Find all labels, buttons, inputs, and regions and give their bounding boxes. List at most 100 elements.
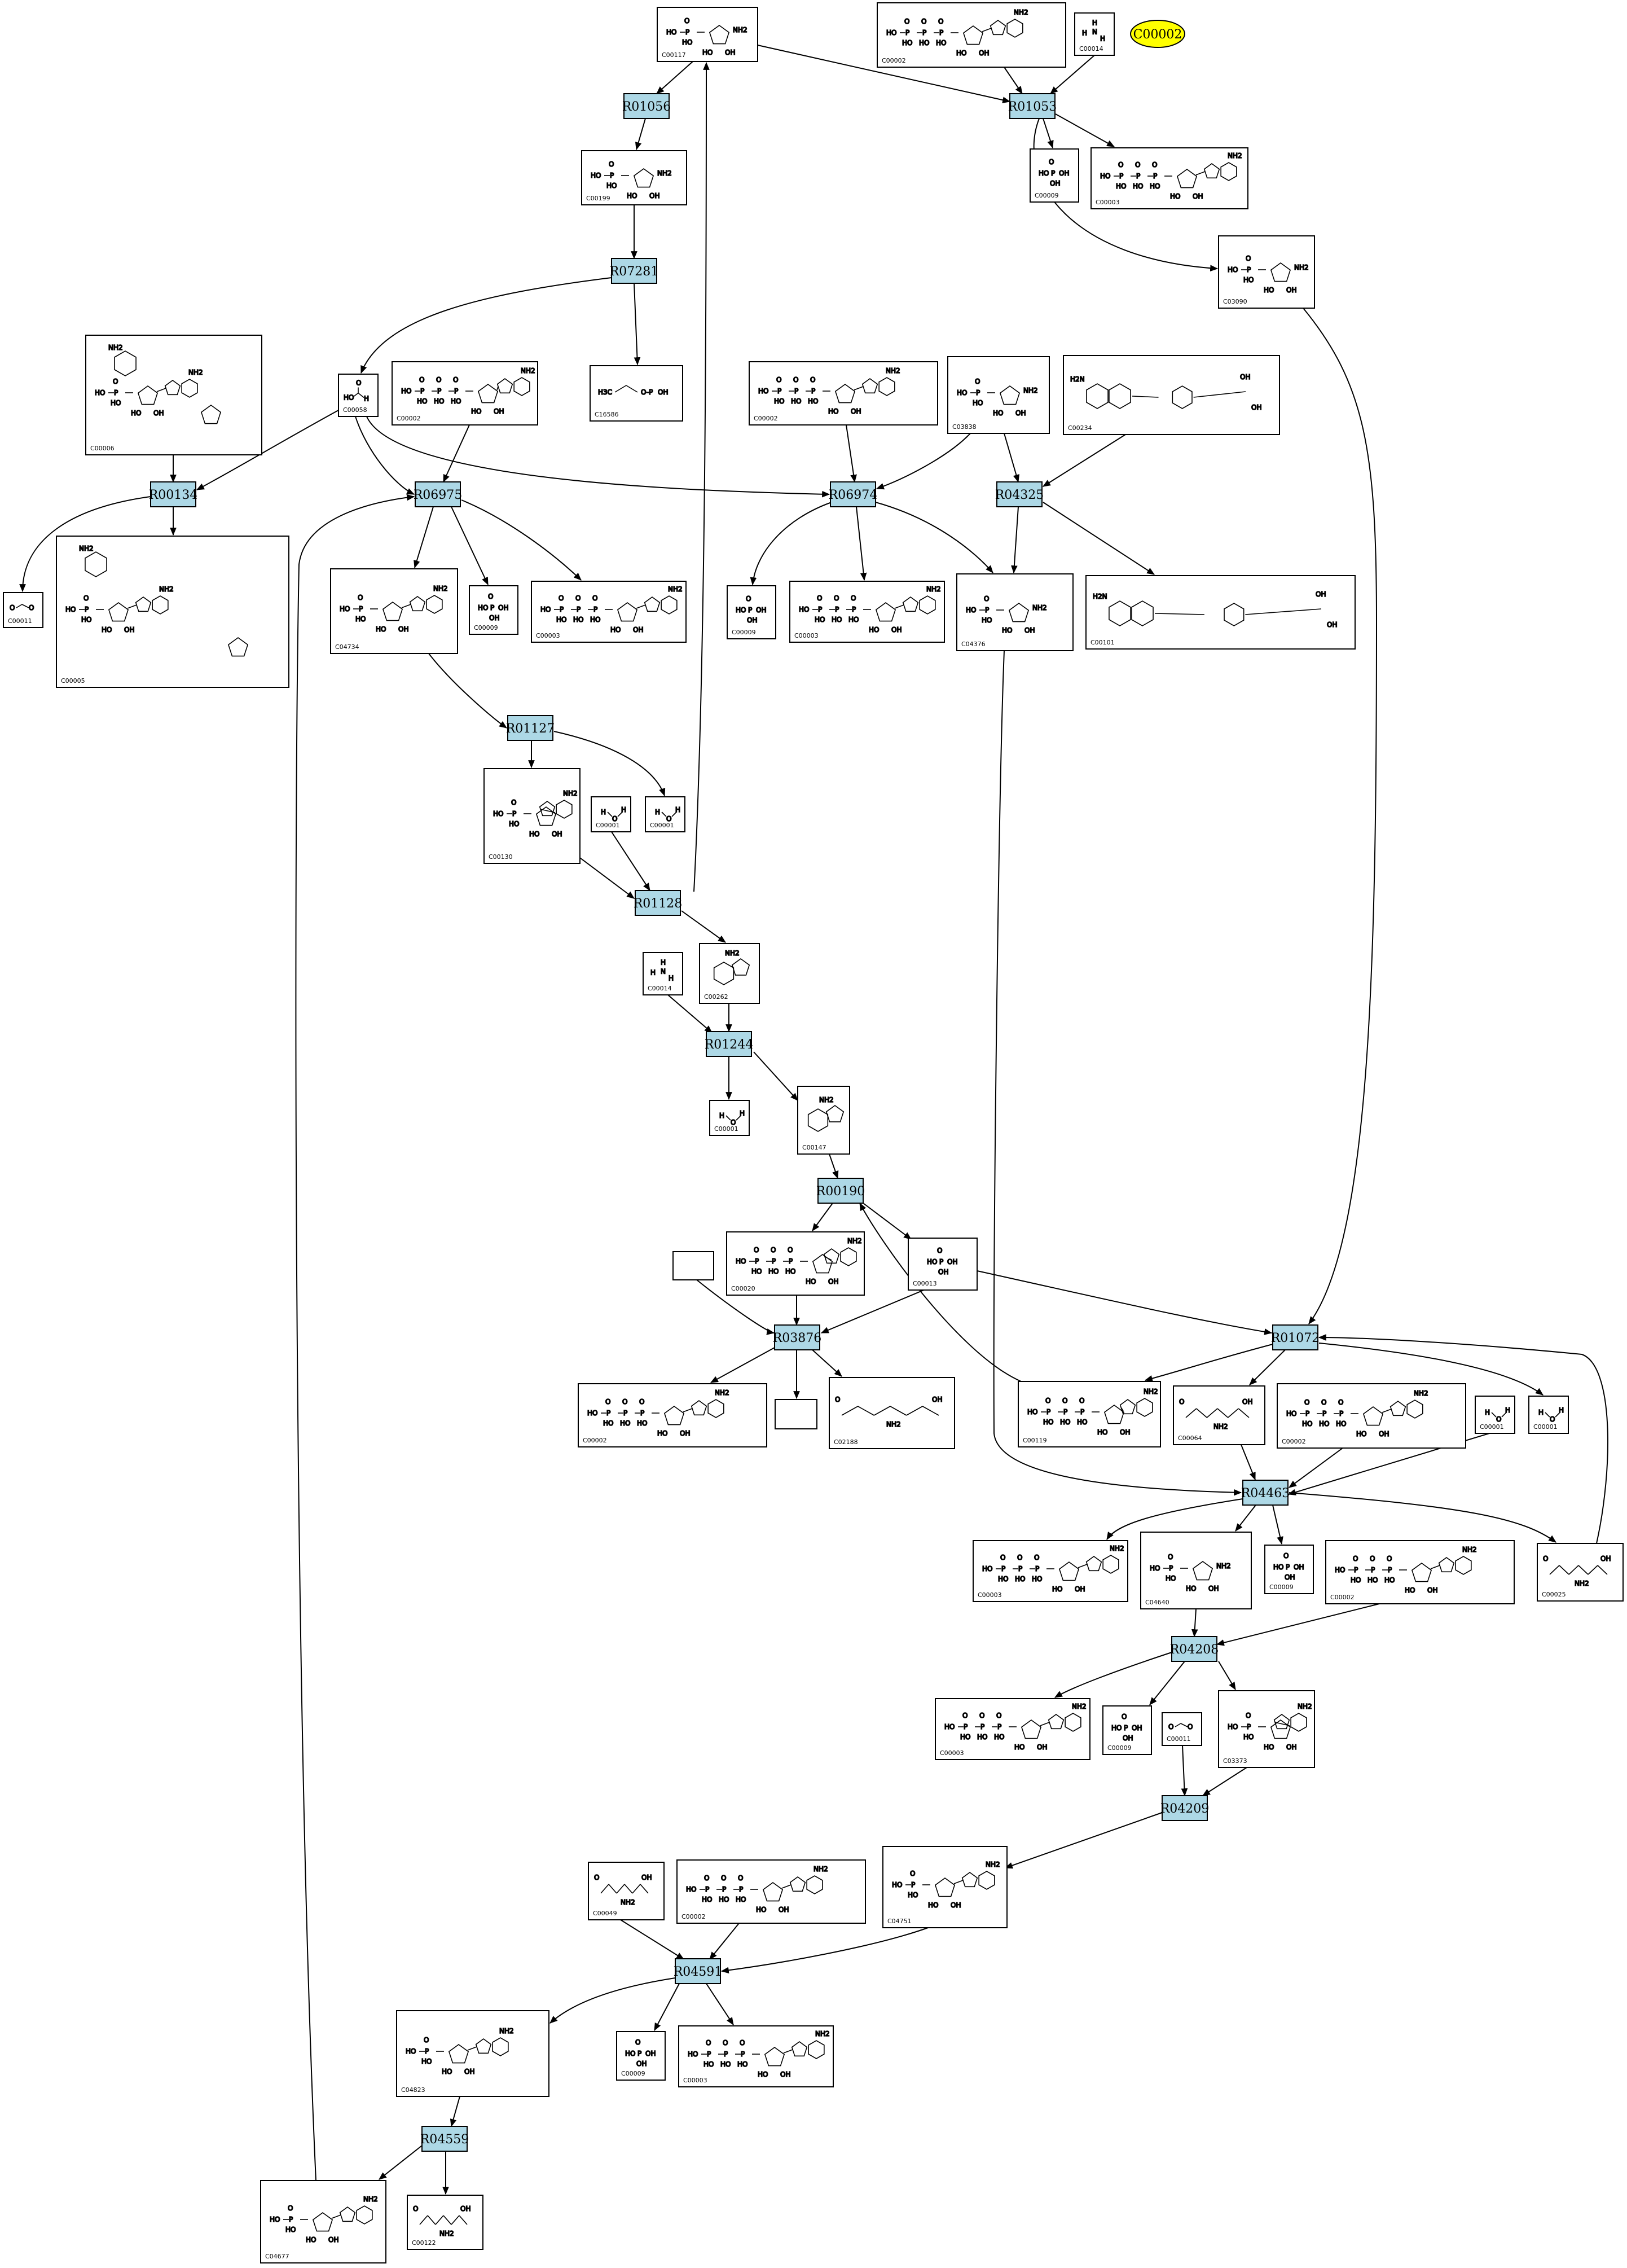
pathway-arrow: [706, 1983, 734, 2025]
reaction-node[interactable]: R04463: [1241, 1480, 1290, 1506]
compound-node[interactable]: [775, 1399, 817, 1429]
reaction-node[interactable]: R04325: [995, 481, 1044, 507]
svg-text:OH: OH: [1286, 1743, 1296, 1751]
svg-text:N: N: [661, 968, 666, 976]
reaction-node[interactable]: R03876: [773, 1324, 822, 1350]
compound-id-label: C00011: [1167, 1735, 1191, 1743]
svg-text:OH: OH: [1193, 192, 1203, 200]
svg-text:NH2: NH2: [159, 585, 174, 593]
pathway-arrow: [1318, 1343, 1544, 1396]
compound-node[interactable]: [672, 1251, 714, 1280]
reaction-node[interactable]: R07281: [610, 258, 659, 284]
compound-box: [709, 1100, 750, 1136]
compound-box: [775, 1399, 817, 1429]
svg-text:O: O: [1283, 1552, 1289, 1560]
pathway-arrow: [1181, 1745, 1188, 1797]
reaction-node[interactable]: R00190: [816, 1178, 865, 1204]
reaction-node[interactable]: R01053: [1008, 93, 1057, 119]
compound-box: [956, 573, 1074, 651]
reaction-node[interactable]: R01128: [634, 890, 683, 916]
compound-id-label: C00003: [794, 632, 819, 639]
reaction-node[interactable]: R01072: [1271, 1324, 1320, 1350]
reaction-node[interactable]: R06975: [414, 481, 463, 507]
reaction-node[interactable]: R04208: [1170, 1636, 1219, 1662]
reaction-node[interactable]: R04209: [1160, 1795, 1210, 1821]
reaction-node[interactable]: R01056: [622, 93, 671, 119]
reaction-node[interactable]: R04591: [674, 1958, 723, 1984]
svg-text:OH: OH: [1015, 409, 1026, 417]
reaction-node[interactable]: R04559: [420, 2126, 469, 2152]
compound-id-label: C00058: [343, 406, 367, 414]
highlight-node[interactable]: C00002: [1130, 20, 1185, 48]
reaction-node[interactable]: R01244: [705, 1031, 754, 1057]
svg-text:O: O: [1353, 1555, 1358, 1563]
reaction-id-label: R07281: [610, 265, 659, 279]
reaction-node[interactable]: R00134: [149, 481, 198, 507]
svg-text:P: P: [85, 606, 89, 613]
pathway-arrow: [1289, 1492, 1556, 1543]
reaction-node[interactable]: R01127: [506, 715, 555, 741]
reaction-node[interactable]: R06974: [829, 481, 878, 507]
svg-text:HO: HO: [1228, 266, 1238, 274]
